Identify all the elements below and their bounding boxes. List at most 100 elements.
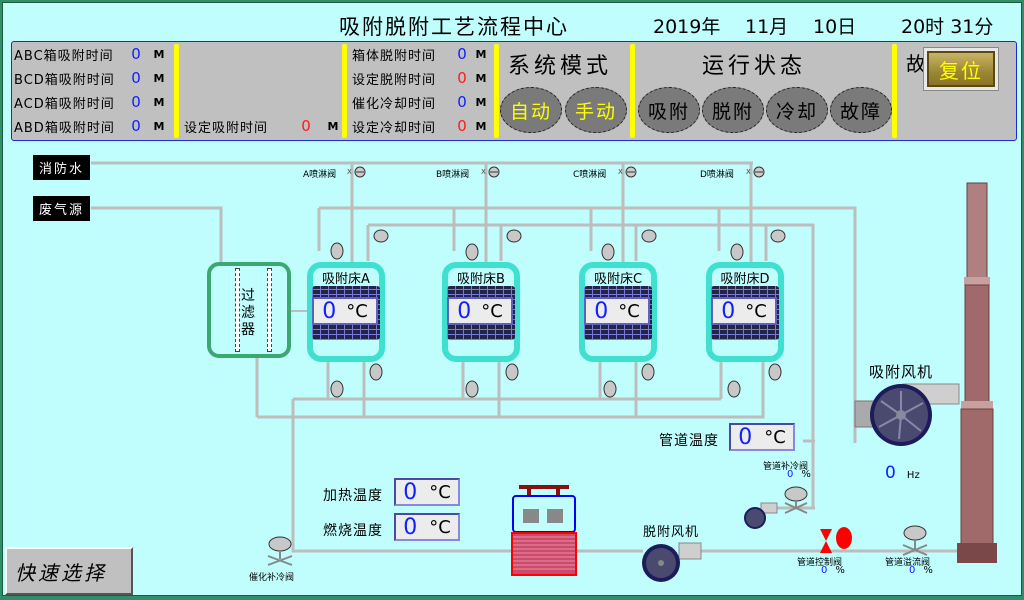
pipe-bypass-valve-label[interactable]: 管道溢流阀: [885, 558, 931, 568]
filter-media: [235, 268, 240, 352]
pipe-control-valve-readout: 0%: [821, 565, 845, 576]
timer-value[interactable]: 0: [457, 117, 467, 135]
timer-row: ACD箱吸附时间 0 M: [14, 92, 166, 112]
timer-label: 箱体脱附时间: [352, 48, 437, 64]
clock-time: 20时 31分: [901, 16, 994, 38]
bed-bottom-drops: [326, 358, 723, 399]
bed-bottom-drops-2: [362, 358, 765, 417]
adsorption-bed-c[interactable]: 吸附床C 0 °C: [579, 262, 657, 362]
timer-value[interactable]: 0: [457, 69, 467, 87]
timer-unit: M: [153, 95, 165, 109]
separator: [630, 44, 635, 138]
timer-row: 箱体脱附时间 0 M: [352, 44, 488, 64]
timer-unit: M: [475, 95, 487, 109]
spray-valve-c-label[interactable]: C喷淋阀: [573, 170, 607, 180]
pipe-control-valve-label[interactable]: 管道控制阀: [797, 558, 843, 568]
set-adsorb-row: 设定吸附时间 0 M: [184, 116, 340, 136]
timer-label: ACD箱吸附时间: [14, 96, 115, 112]
adsorb-fan-value: 0: [885, 463, 896, 483]
pipe-bypass-valve-value: 0: [909, 565, 916, 576]
adsorb-fan-icon: [854, 383, 960, 446]
bed-temp-unit: °C: [481, 300, 503, 322]
spray-valve-b-label[interactable]: B喷淋阀: [436, 170, 470, 180]
timer-row: 设定脱附时间 0 M: [352, 68, 488, 88]
spray-valve-a-label[interactable]: A喷淋阀: [303, 170, 337, 180]
reset-button-label: 复位: [927, 51, 995, 87]
adsorption-bed-d[interactable]: 吸附床D 0 °C: [706, 262, 784, 362]
status-adsorb-indicator: 吸附: [638, 87, 700, 133]
timer-value[interactable]: 0: [131, 45, 141, 63]
pipe-cool-valve-value: 0: [787, 469, 794, 480]
run-status-title: 运行状态: [702, 54, 807, 79]
auto-mode-button[interactable]: 自动: [500, 87, 562, 133]
cooling-fan-icon: [744, 502, 778, 529]
adsorption-bed-a[interactable]: 吸附床A 0 °C: [307, 262, 385, 362]
pipe-cool-valve-readout: 0%: [787, 469, 811, 480]
separator: [174, 44, 179, 138]
quick-select-button[interactable]: 快速选择: [5, 547, 133, 595]
bed-name: 吸附床B: [457, 272, 505, 287]
pipe-temp-display: 0 °C: [729, 423, 795, 451]
pipe-cool-valve-label[interactable]: 管道补冷阀: [763, 462, 809, 472]
spray-valve-d-label[interactable]: D喷淋阀: [700, 170, 734, 180]
catalyst-cool-valve-label[interactable]: 催化补冷阀: [249, 573, 295, 583]
timer-value[interactable]: 0: [131, 117, 141, 135]
inlet-drops: [317, 208, 721, 251]
bed-temp-value: 0: [457, 298, 472, 324]
burn-temp-unit: °C: [429, 516, 451, 538]
bed-temp-unit: °C: [618, 300, 640, 322]
filter-label: 过滤器: [241, 288, 255, 338]
set-adsorb-value[interactable]: 0: [301, 117, 311, 135]
adsorb-fan-label[interactable]: 吸附风机: [869, 363, 934, 381]
bed-packing: 0 °C: [312, 286, 380, 340]
timer-label: 设定冷却时间: [352, 120, 437, 136]
catalyst-pipe: [291, 399, 511, 553]
control-panel: ABC箱吸附时间 0 M BCD箱吸附时间 0 M ACD箱吸附时间 0 M A…: [11, 41, 1017, 141]
desorb-fan-label[interactable]: 脱附风机: [643, 525, 700, 540]
process-diagram: X X X X: [91, 161, 997, 582]
timer-value[interactable]: 0: [131, 93, 141, 111]
burn-temp-display: 0 °C: [394, 513, 460, 541]
heat-temp-display: 0 °C: [394, 478, 460, 506]
catalyst-cool-valve-icon: [267, 536, 293, 566]
timer-value[interactable]: 0: [131, 69, 141, 87]
bed-temp-value: 0: [594, 298, 609, 324]
timer-row: 设定冷却时间 0 M: [352, 116, 488, 136]
timer-row: ABC箱吸附时间 0 M: [14, 44, 166, 64]
svg-text:X: X: [618, 168, 623, 176]
bed-packing: 0 °C: [584, 286, 652, 340]
adsorption-bed-b[interactable]: 吸附床B 0 °C: [442, 262, 520, 362]
burn-temp-value: 0: [403, 514, 418, 540]
bed-packing: 0 °C: [447, 286, 515, 340]
status-cooling-indicator: 冷却: [766, 87, 828, 133]
status-desorb-indicator: 脱附: [702, 87, 764, 133]
date-year: 2019年: [653, 16, 721, 38]
timer-row: 催化冷却时间 0 M: [352, 92, 488, 112]
timer-value[interactable]: 0: [457, 93, 467, 111]
bed-packing: 0 °C: [711, 286, 779, 340]
header-1: [319, 206, 857, 443]
timer-label: 催化冷却时间: [352, 96, 437, 112]
manual-mode-button[interactable]: 手动: [565, 87, 627, 133]
heat-temp-value: 0: [403, 479, 418, 505]
date-day: 10日: [813, 16, 857, 38]
bottom-header-2: [257, 373, 765, 419]
pipe-control-valve-unit: %: [835, 565, 845, 576]
timer-value[interactable]: 0: [457, 45, 467, 63]
reset-button[interactable]: 复位: [923, 47, 999, 91]
timer-unit: M: [475, 119, 487, 133]
timer-unit: M: [153, 119, 165, 133]
timer-unit: M: [153, 71, 165, 85]
header-2: [368, 223, 815, 508]
pipe-control-valve-icon: [820, 527, 852, 553]
bed-temp-display: 0 °C: [711, 297, 777, 325]
timer-unit: M: [475, 47, 487, 61]
bed-valves: [330, 229, 786, 398]
pipe-cool-valve-icon: [784, 486, 808, 514]
bed-temp-display: 0 °C: [584, 297, 650, 325]
system-mode-title: 系统模式: [508, 54, 613, 79]
page-title: 吸附脱附工艺流程中心: [339, 15, 569, 39]
timer-unit: M: [153, 47, 165, 61]
set-adsorb-unit: M: [327, 119, 339, 133]
